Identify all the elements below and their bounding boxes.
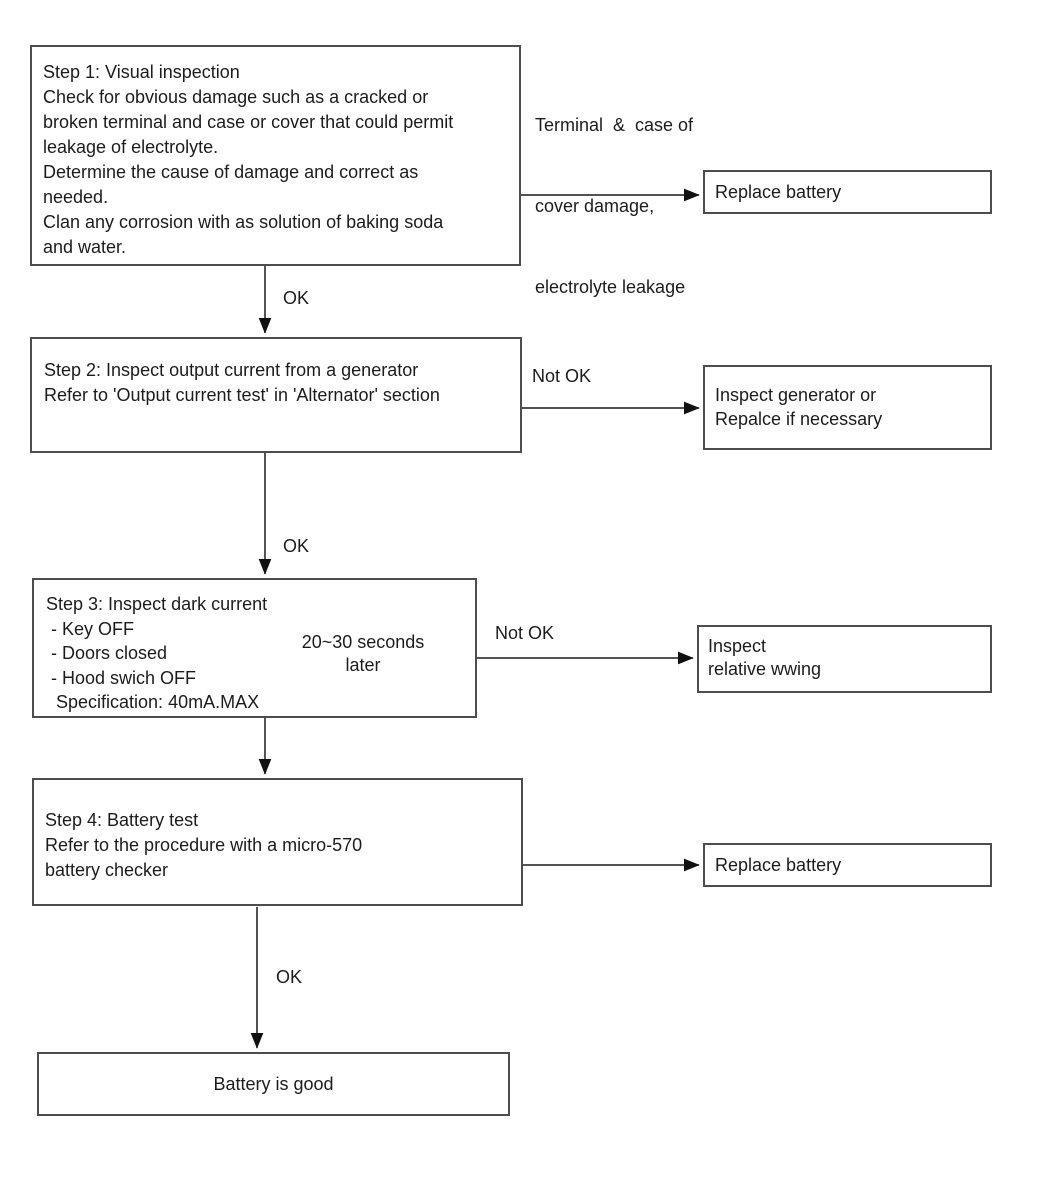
step4-battery-test-box: Step 4: Battery test Refer to the proced… <box>32 778 523 906</box>
replace-battery-bottom-box: Replace battery <box>703 843 992 887</box>
step3-line: - Hood swich OFF <box>46 667 197 688</box>
step2-line: Step 2: Inspect output current from a ge… <box>44 360 419 380</box>
inspect-wiring-line: Inspect <box>708 636 767 656</box>
inspect-generator-line: Inspect generator or <box>715 385 877 405</box>
step1-line: and water. <box>43 237 127 257</box>
step1-line: needed. <box>43 187 109 207</box>
inspect-generator-line: Repalce if necessary <box>715 409 883 429</box>
not-ok-label-step3: Not OK <box>495 623 555 643</box>
timing-note: 20~30 seconds later <box>288 631 438 677</box>
step1-line: Step 1: Visual inspection <box>43 62 240 82</box>
not-ok-label-step2: Not OK <box>532 366 592 386</box>
step3-dark-current-box: Step 3: Inspect dark current - Key OFF -… <box>32 578 477 718</box>
step4-line: Step 4: Battery test <box>45 810 199 830</box>
step3-line: - Key OFF <box>46 618 135 639</box>
step1-line: Check for obvious damage such as a crack… <box>43 87 429 107</box>
step1-line: Clan any corrosion with as solution of b… <box>43 212 444 232</box>
step1-line: broken terminal and case or cover that c… <box>43 112 454 132</box>
ok-label-step2-step3: OK <box>283 536 310 556</box>
inspect-generator-box: Inspect generator or Repalce if necessar… <box>703 365 992 450</box>
condition-note-line: electrolyte leakage <box>535 277 686 297</box>
battery-is-good-label: Battery is good <box>213 1073 334 1094</box>
step3-line: Step 3: Inspect dark current <box>46 594 268 614</box>
replace-battery-bottom-label: Replace battery <box>715 854 842 875</box>
step3-line: - Doors closed <box>46 643 168 663</box>
replace-battery-top-label: Replace battery <box>715 181 842 202</box>
timing-note-line: 20~30 seconds <box>301 632 425 652</box>
step4-line: battery checker <box>45 860 169 880</box>
step1-visual-inspection-box: Step 1: Visual inspection Check for obvi… <box>30 45 521 266</box>
battery-is-good-box: Battery is good <box>37 1052 510 1116</box>
inspect-wiring-box: Inspect relative wwing <box>697 625 992 693</box>
step2-output-current-box: Step 2: Inspect output current from a ge… <box>30 337 522 453</box>
step2-line: Refer to 'Output current test' in 'Alter… <box>44 385 440 405</box>
step1-line: Determine the cause of damage and correc… <box>43 162 419 182</box>
step3-line: Specification: 40mA.MAX <box>46 692 260 712</box>
inspect-wiring-line: relative wwing <box>708 659 822 679</box>
condition-note-line: cover damage, <box>535 196 655 216</box>
timing-note-line: later <box>345 655 381 675</box>
replace-battery-top-box: Replace battery <box>703 170 992 214</box>
ok-label-step1-step2: OK <box>283 288 310 308</box>
condition-note: Terminal & case of cover damage, electro… <box>535 58 693 355</box>
step1-line: leakage of electrolyte. <box>43 137 219 157</box>
ok-label-step4-final: OK <box>276 967 303 987</box>
step4-line: Refer to the procedure with a micro-570 <box>45 835 363 855</box>
condition-note-line: Terminal & case of <box>535 115 694 135</box>
